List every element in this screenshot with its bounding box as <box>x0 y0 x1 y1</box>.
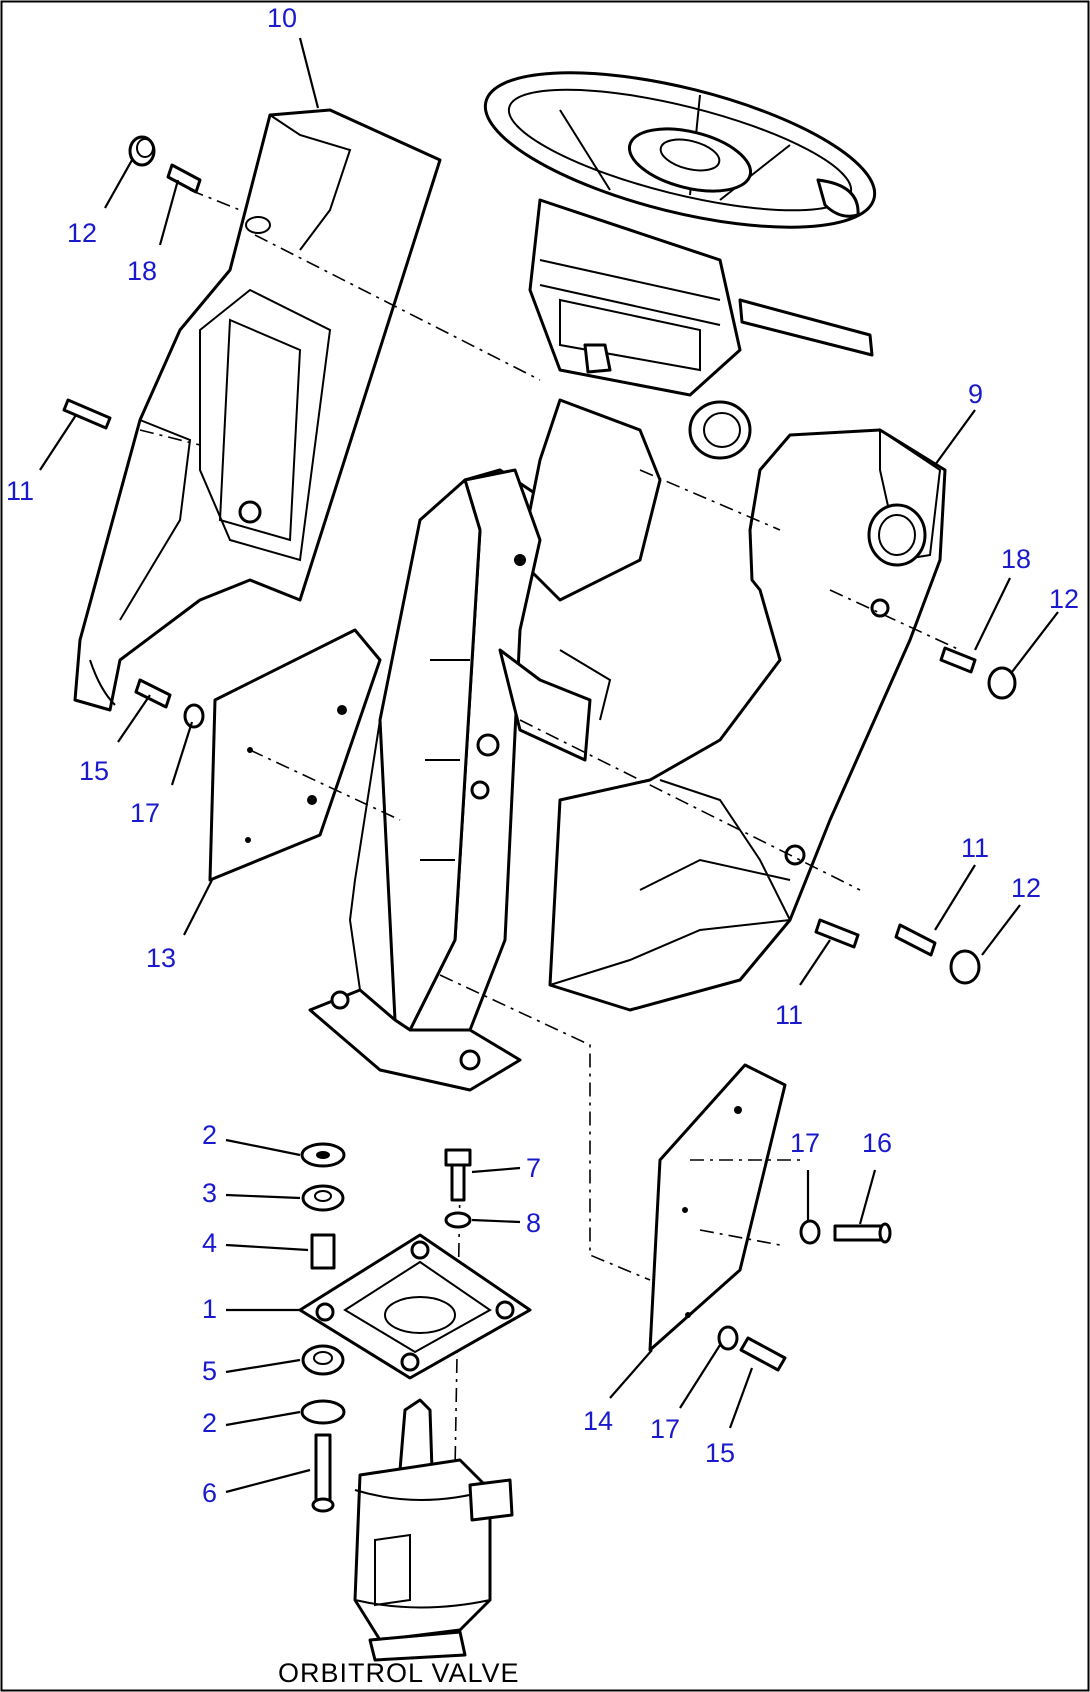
right-cover <box>548 428 947 1012</box>
callout-6: 6 <box>202 1478 217 1508</box>
valve-caption: ORBITROL VALVE <box>278 1658 520 1688</box>
callout-11: 11 <box>6 476 34 506</box>
callout-11-lower: 11 <box>775 1000 803 1030</box>
mounting-plate <box>298 1233 532 1380</box>
callout-17: 17 <box>130 798 160 828</box>
callout-9: 9 <box>968 379 983 409</box>
callout-8: 8 <box>526 1208 541 1238</box>
callout-7: 7 <box>526 1153 541 1183</box>
bolt-and-washer <box>444 1148 472 1229</box>
fasteners <box>62 135 1017 1372</box>
callout-18: 18 <box>127 256 157 286</box>
callout-2: 2 <box>202 1120 217 1150</box>
callout-18-right: 18 <box>1001 544 1031 574</box>
callout-17-right: 17 <box>790 1128 820 1158</box>
callout-5: 5 <box>202 1356 217 1386</box>
callout-3: 3 <box>202 1178 217 1208</box>
orbitrol-valve <box>353 1398 514 1662</box>
callout-11-right: 11 <box>961 833 989 863</box>
callout-14: 14 <box>583 1406 613 1436</box>
callout-15-lower: 15 <box>705 1438 735 1468</box>
washer-stack <box>300 1142 346 1513</box>
column-head <box>528 198 874 460</box>
callout-4: 4 <box>202 1228 217 1258</box>
callout-10: 10 <box>267 3 297 33</box>
left-plate <box>208 628 382 882</box>
callout-12-right: 12 <box>1049 584 1079 614</box>
callout-15: 15 <box>79 756 109 786</box>
right-plate <box>648 1063 787 1352</box>
callout-13: 13 <box>146 943 176 973</box>
callout-2-lower: 2 <box>202 1408 217 1438</box>
steering-column <box>308 398 662 1092</box>
callout-1: 1 <box>202 1294 217 1324</box>
assembly-lines <box>139 189 961 1471</box>
callout-labels: 10 12 18 11 15 17 13 9 18 12 11 12 11 2 … <box>6 3 1079 1508</box>
callout-12: 12 <box>67 218 97 248</box>
left-cover <box>73 108 442 712</box>
callout-16: 16 <box>862 1128 892 1158</box>
callout-12-lower-right: 12 <box>1011 873 1041 903</box>
callout-17-lower: 17 <box>650 1414 680 1444</box>
callout-leaders <box>39 37 1059 1494</box>
steering-wheel <box>483 71 877 229</box>
